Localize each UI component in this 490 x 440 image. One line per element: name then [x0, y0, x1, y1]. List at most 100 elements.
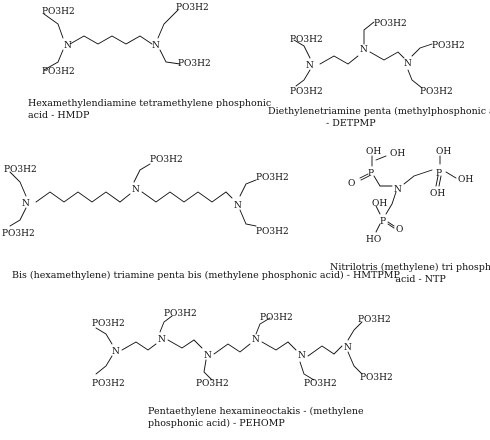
pehomp-bond — [255, 317, 271, 335]
pehomp-po3h2-6: PO3H2 — [304, 379, 337, 389]
detpmp-chain — [319, 55, 359, 65]
pehomp-n-2: N — [158, 335, 166, 345]
hmtpmp-chain — [35, 191, 131, 203]
pehomp-caption-line-1: Pentaethylene hexamineoctakis - (methyle… — [148, 406, 364, 417]
detpmp-caption: Diethylenetriamine penta (methylphosphon… — [268, 106, 490, 130]
detpmp-po3h2-1: PO3H2 — [290, 35, 323, 45]
pehomp-chain — [167, 339, 203, 349]
ntp-oh-6: OH — [372, 199, 387, 209]
ntp-caption-line-1: Nitrilotris (methylene) tri phosphonic — [330, 262, 490, 273]
hmdp-caption: Hexamethylendiamine tetramethylene phosp… — [28, 98, 271, 122]
detpmp-n-2: N — [360, 45, 368, 55]
ntp-n: N — [394, 185, 402, 195]
ntp-structure: P N P P OH OH O OH OH OH OH HO O — [348, 147, 473, 245]
pehomp-chain — [307, 345, 343, 357]
pehomp-bond — [159, 315, 173, 333]
pehomp-bond — [347, 351, 363, 375]
pehomp-bond — [95, 355, 113, 375]
hmdp-n-left: N — [64, 41, 72, 51]
ntp-bond — [360, 175, 370, 181]
hmdp-po3h2-4: PO3H2 — [178, 59, 211, 69]
hmtpmp-bond — [133, 163, 151, 183]
ntp-oh-2: OH — [390, 149, 405, 159]
hmdp-po3h2-2: PO3H2 — [42, 67, 75, 77]
hmtpmp-bond — [9, 207, 27, 227]
pehomp-po3h2-8: PO3H2 — [360, 373, 393, 383]
hmtpmp-caption: Bis (hexamethylene) triamine penta bis (… — [12, 270, 400, 282]
hmtpmp-n-2: N — [132, 185, 140, 195]
pehomp-n-6: N — [344, 343, 352, 353]
detpmp-bond — [363, 21, 375, 45]
hmdp-caption-line-1: Hexamethylendiamine tetramethylene phosp… — [28, 98, 272, 109]
hmdp-bond — [159, 49, 181, 65]
ntp-bond — [385, 191, 397, 215]
ntp-p-1: P — [368, 169, 374, 179]
ntp-oh-5: OH — [430, 189, 445, 199]
hmdp-n-right: N — [152, 41, 160, 51]
pehomp-po3h2-7: PO3H2 — [358, 315, 391, 325]
hmdp-caption-line-2: acid - HMDP — [28, 110, 90, 121]
pehomp-bond — [347, 321, 363, 341]
detpmp-structure: N N N PO3H2 PO3H2 PO3H2 PO3H2 PO3H2 — [290, 19, 465, 97]
pehomp-chain — [121, 341, 157, 351]
detpmp-po3h2-4: PO3H2 — [432, 41, 465, 51]
pehomp-po3h2-3: PO3H2 — [164, 309, 197, 319]
pehomp-po3h2-2: PO3H2 — [92, 379, 125, 389]
detpmp-bond — [411, 43, 433, 57]
hmdp-bond — [43, 13, 64, 39]
ntp-caption-line-2: acid - NTP — [395, 274, 446, 285]
pehomp-po3h2-1: PO3H2 — [92, 319, 125, 329]
detpmp-chain — [369, 51, 405, 61]
ntp-p-2: P — [436, 169, 442, 179]
ntp-bond — [373, 175, 393, 187]
pehomp-po3h2-4: PO3H2 — [196, 379, 229, 389]
hmtpmp-n-1: N — [22, 199, 30, 209]
ntp-bond — [359, 173, 369, 179]
hmdp-chain — [69, 35, 153, 45]
ntp-bond — [375, 223, 381, 233]
hmtpmp-bond — [239, 209, 257, 227]
detpmp-po3h2-5: PO3H2 — [420, 87, 453, 97]
pehomp-bond — [95, 327, 113, 345]
ntp-bond — [435, 175, 439, 187]
ntp-oh-3: OH — [436, 147, 451, 157]
hmtpmp-structure: N N N PO3H2 PO3H2 PO3H2 PO3H2 PO3H2 — [2, 155, 289, 239]
hmdp-po3h2-1: PO3H2 — [42, 7, 75, 17]
hmtpmp-caption-line-1: Bis (hexamethylene) triamine penta bis (… — [12, 270, 400, 281]
detpmp-po3h2-2: PO3H2 — [290, 87, 323, 97]
detpmp-po3h2-3: PO3H2 — [374, 19, 407, 29]
detpmp-bond — [407, 69, 423, 89]
ntp-bond — [387, 223, 395, 229]
detpmp-caption-line-1: Diethylenetriamine penta (methylphosphon… — [268, 106, 490, 117]
hmtpmp-po3h2-4: PO3H2 — [256, 173, 289, 183]
ntp-caption: Nitrilotris (methylene) tri phosphonic a… — [330, 262, 490, 286]
ntp-bond — [375, 155, 387, 161]
ntp-oh-4: OH — [458, 175, 473, 185]
pehomp-po3h2-5: PO3H2 — [260, 313, 293, 323]
hmdp-bond — [157, 9, 179, 39]
hmtpmp-chain — [141, 191, 233, 203]
hmtpmp-po3h2-2: PO3H2 — [2, 229, 35, 239]
pehomp-caption-line-2: phosphonic acid) - PEHOMP — [148, 418, 285, 429]
ntp-oh-1: OH — [366, 147, 381, 157]
hmtpmp-n-3: N — [234, 201, 242, 211]
pehomp-caption: Pentaethylene hexamineoctakis - (methyle… — [148, 406, 364, 430]
pehomp-n-3: N — [204, 351, 212, 361]
pehomp-chain — [261, 341, 297, 351]
pehomp-chain — [213, 343, 251, 355]
ntp-o-2: O — [396, 225, 403, 235]
hmtpmp-po3h2-3: PO3H2 — [150, 155, 183, 165]
pehomp-bond — [299, 361, 315, 381]
detpmp-bond — [295, 69, 311, 87]
hmdp-bond — [43, 49, 64, 71]
ntp-bond — [403, 169, 433, 185]
ntp-bond — [445, 171, 457, 179]
hmtpmp-po3h2-5: PO3H2 — [256, 227, 289, 237]
pehomp-n-1: N — [112, 347, 120, 357]
hmdp-po3h2-3: PO3H2 — [176, 3, 209, 13]
detpmp-caption-line-2: - DETPMP — [326, 118, 376, 129]
hmdp-structure: N N PO3H2 PO3H2 PO3H2 PO3H2 — [42, 3, 211, 77]
ntp-o-1: O — [348, 179, 355, 189]
ntp-bond — [438, 175, 442, 187]
